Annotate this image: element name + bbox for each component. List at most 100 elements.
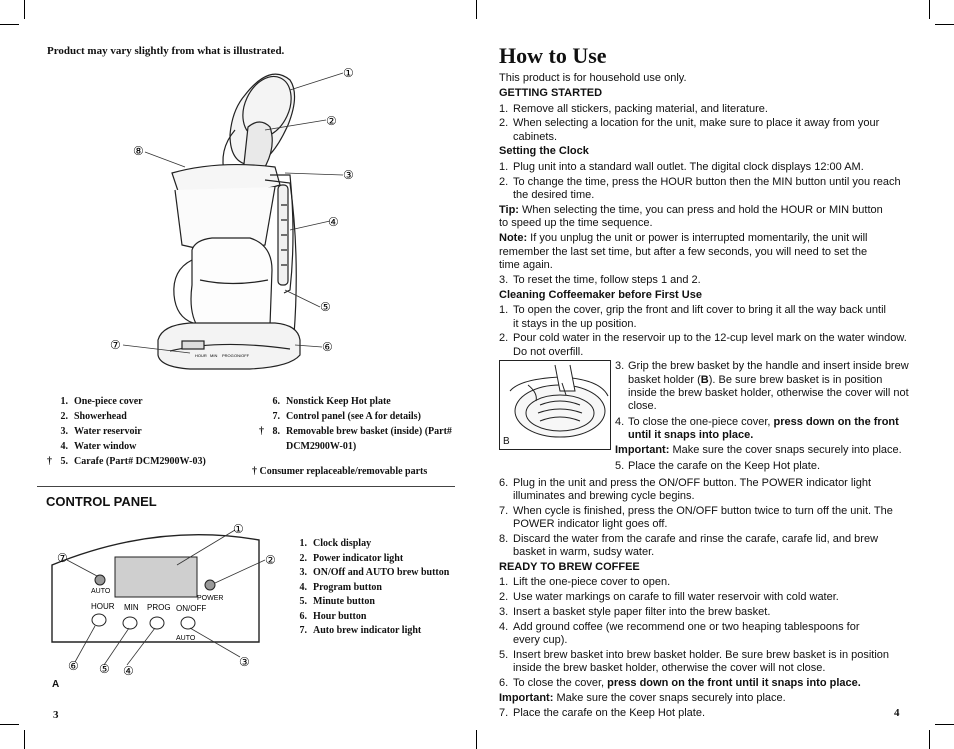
item-number: 8. (499, 533, 509, 545)
dagger-mark (40, 409, 52, 424)
cp-callout-4: ④ (123, 664, 134, 678)
callout-7: ⑦ (110, 338, 121, 352)
item-number: 4. (299, 581, 308, 593)
item-text: Place the carafe on the Keep Hot plate. (628, 459, 821, 472)
dagger-mark (252, 409, 264, 424)
callout-2: ② (326, 114, 337, 128)
list-item: 6. Nonstick Keep Hot plate (252, 394, 462, 409)
item-text: Water reservoir (74, 426, 142, 437)
list-item: 6. To close the cover, press down on the … (499, 677, 909, 690)
item-text: Water window (74, 441, 137, 452)
step3-figure-ref: B (700, 373, 709, 386)
item-number: 4. (60, 441, 69, 452)
panel-hour-label: HOUR (195, 353, 207, 358)
intro-text: This product is for household use only. (499, 72, 687, 84)
list-item: 7. When cycle is finished, press the ON/O… (499, 505, 909, 532)
control-panel-title: CONTROL PANEL (46, 494, 157, 509)
control-panel-diagram: AUTO POWER HOUR MIN PROG ON/OFF AUTO ① ②… (51, 522, 276, 678)
item-text: Plug unit into a standard wall outlet. T… (513, 160, 864, 173)
cp-callout-6: ⑥ (68, 659, 79, 673)
list-item: 5.Minute button (295, 595, 455, 610)
dagger-mark (252, 394, 264, 409)
list-item: †5.Carafe (Part# DCM2900W-03) (40, 454, 250, 469)
item-number: 6. (299, 610, 308, 622)
hour-label: HOUR (91, 602, 115, 611)
power-label: POWER (197, 595, 223, 602)
figure-b-label: B (503, 436, 510, 448)
tip-text: When selecting the time, you can press a… (499, 203, 883, 229)
callout-8: ⑧ (133, 144, 144, 158)
item-number: 7. (499, 707, 509, 720)
item-text: Clock display (313, 538, 372, 549)
dagger-mark: † (259, 426, 264, 437)
crop-mark (0, 24, 19, 25)
item-text: To close the cover, press down on the fr… (513, 677, 909, 690)
item-text: When selecting a location for the unit, … (513, 117, 880, 143)
list-item: 4.To close the one-piece cover, press do… (615, 416, 909, 443)
brew-steps: 3.Grip the brew basket by the handle and… (615, 360, 909, 474)
auto-label: AUTO (91, 588, 111, 595)
crop-mark (0, 724, 19, 725)
item-number: 6. (499, 676, 509, 689)
callout-3: ③ (343, 168, 354, 182)
section-divider (37, 486, 455, 487)
item-number: 1. (60, 396, 69, 407)
list-item: 2.Power indicator light (295, 552, 455, 567)
item-number: 3. (615, 360, 625, 373)
crop-mark (929, 0, 930, 19)
crop-mark (24, 730, 25, 749)
list-item: 2.Pour cold water in the reservoir up to… (499, 332, 909, 359)
list-item: 4. Program button (295, 581, 455, 596)
list-item: 7.Control panel (see A for details) (252, 409, 462, 424)
callout-6: ⑥ (322, 340, 333, 354)
item-text: Place the carafe on the Keep Hot plate. (513, 707, 706, 720)
list-item: 3.Grip the brew basket by the handle and… (615, 360, 909, 413)
item-number: 3. (499, 605, 509, 618)
item-number: 2. (499, 175, 509, 188)
cp-callout-5: ⑤ (99, 662, 110, 676)
list-item: 1.Remove all stickers, packing material,… (499, 103, 909, 116)
step3-text-c: ). Be sure brew basket is in position in… (628, 373, 909, 413)
item-text: One-piece cover (74, 396, 143, 407)
figure-b: B (499, 360, 611, 451)
tip-paragraph: Tip: When selecting the time, you can pr… (499, 204, 884, 231)
illustration-note: Product may vary slightly from what is i… (47, 45, 285, 57)
item-text: Carafe (Part# DCM2900W-03) (74, 456, 206, 467)
important-paragraph: Important: Make sure the cover snaps sec… (615, 444, 909, 457)
list-item: 6.Hour button (295, 610, 455, 625)
item-text: When cycle is finished, press the ON/OFF… (513, 504, 893, 531)
step3-text-a: Grip the brew basket by the handle and i… (628, 360, 909, 386)
item-number: 7. (272, 411, 281, 422)
cp-callout-1: ① (233, 522, 244, 536)
item-number: 7. (299, 625, 308, 636)
item-text: Nonstick Keep Hot plate (286, 396, 391, 407)
item-number: 6. (272, 396, 281, 407)
item-number: 3. (60, 426, 69, 437)
item-text: Insert brew basket into brew basket hold… (513, 648, 890, 675)
list-item: †8.Removable brew basket (inside) (Part#… (252, 424, 462, 454)
callout-4: ④ (328, 215, 339, 229)
item-text: Program button (313, 581, 382, 593)
item-number: 2. (499, 591, 509, 604)
consumer-note: † Consumer replaceable/removable parts (252, 466, 428, 477)
list-item: 2. To change the time, press the HOUR but… (499, 176, 909, 203)
control-panel-list: 1.Clock display 2.Power indicator light … (295, 537, 455, 639)
list-item: 1. One-piece cover (40, 394, 250, 409)
item-number: 7. (499, 504, 509, 517)
dagger-mark (40, 394, 52, 409)
item-number: 5. (299, 596, 308, 607)
item-number: 8. (272, 426, 281, 437)
step4-text-a: To close the one-piece cover, (628, 415, 774, 428)
onoff-label: ON/OFF (176, 604, 206, 613)
item-text: To change the time, press the HOUR butto… (513, 175, 901, 201)
item-number: 1. (499, 304, 509, 317)
item-number: 2. (60, 411, 69, 422)
list-item: 3.To reset the time, follow steps 1 and … (499, 274, 909, 287)
list-item: 2.Use water markings on carafe to fill w… (499, 591, 909, 604)
list-item: 5. Insert brew basket into brew basket ho… (499, 649, 909, 676)
item-number: 5. (499, 648, 509, 661)
list-item: 1.Lift the one-piece cover to open. (499, 576, 909, 589)
min-label: MIN (124, 603, 139, 612)
list-item: 1.To open the cover, grip the front and … (499, 304, 909, 331)
crop-mark (24, 0, 25, 19)
